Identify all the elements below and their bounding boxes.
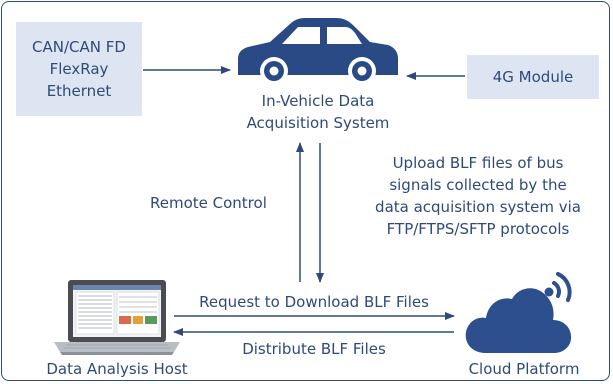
cloud-icon <box>465 272 572 353</box>
car-icon <box>238 18 398 85</box>
4g-module-label: 4G Module <box>492 68 574 86</box>
data-analysis-host-label: Data Analysis Host <box>46 360 188 378</box>
remote-control-label: Remote Control <box>150 194 267 212</box>
request-download-label: Request to Download BLF Files <box>199 293 429 311</box>
diagram-graphics <box>54 18 572 355</box>
vehicle-system-label: In-Vehicle Data Acquisition System <box>246 92 390 132</box>
bus-protocol-can: CAN/CAN FD <box>32 38 126 56</box>
bus-protocol-flexray: FlexRay <box>49 60 109 78</box>
4g-module-box: 4G Module <box>467 55 599 99</box>
bus-protocols-box: CAN/CAN FD FlexRay Ethernet <box>16 22 142 116</box>
bus-protocol-ethernet: Ethernet <box>46 82 112 100</box>
cloud-platform-label: Cloud Platform <box>468 360 580 378</box>
upload-description: Upload BLF files of bus signals collecte… <box>375 154 581 238</box>
distribute-label: Distribute BLF Files <box>242 340 386 358</box>
laptop-icon <box>54 280 180 355</box>
